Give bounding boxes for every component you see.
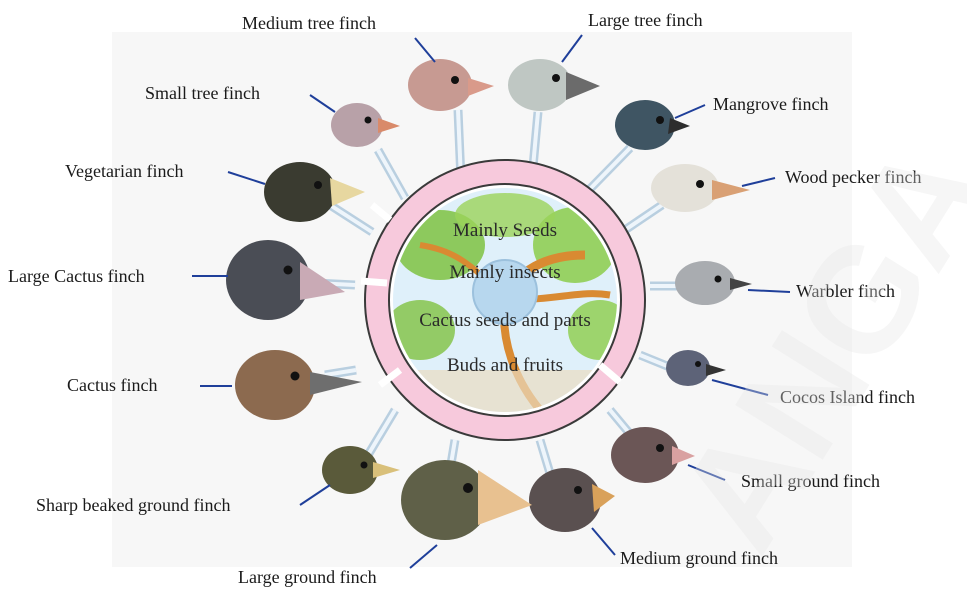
bird-label: Large ground finch [238,567,377,587]
bird-label: Small tree finch [145,83,260,103]
bird-label: Medium tree finch [242,13,376,33]
bird-label: Sharp beaked ground finch [36,495,230,515]
diet-label: Mainly Seeds [453,220,557,241]
bird-label: Vegetarian finch [65,161,183,181]
bird-label: Mangrove finch [713,94,828,114]
diet-label: Mainly insects [449,262,560,283]
diet-label: Cactus seeds and parts [419,310,590,331]
ring-gap [361,281,387,283]
bird-label: Cactus finch [67,375,157,395]
bird-label: Large Cactus finch [8,266,145,286]
bird-label: Large tree finch [588,10,703,30]
diet-label: Buds and fruits [447,355,563,376]
